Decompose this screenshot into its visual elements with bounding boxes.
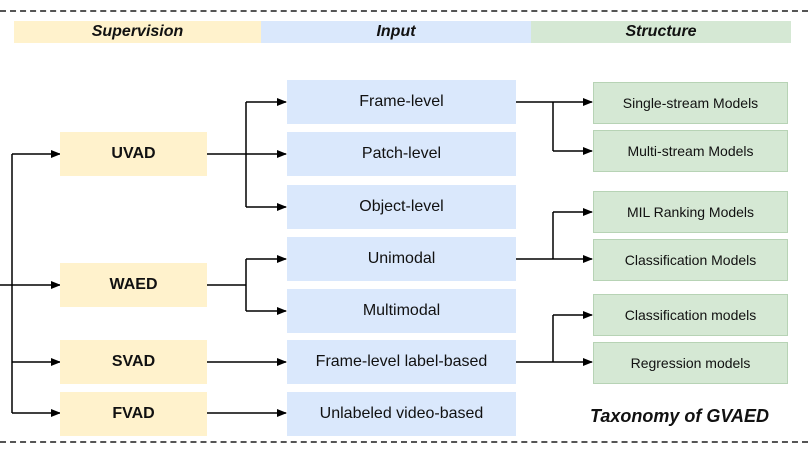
node-multimodal: Multimodal	[287, 289, 516, 333]
node-frame-level-label-based: Frame-level label-based	[287, 340, 516, 384]
node-fvad: FVAD	[60, 392, 207, 436]
node-patch-level: Patch-level	[287, 132, 516, 176]
node-svad: SVAD	[60, 340, 207, 384]
top-dashed-divider	[0, 10, 808, 12]
header-supervision: Supervision	[14, 21, 261, 43]
node-uvad: UVAD	[60, 132, 207, 176]
node-object-level: Object-level	[287, 185, 516, 229]
diagram-title: Taxonomy of GVAED	[590, 406, 770, 426]
node-waed: WAED	[60, 263, 207, 307]
header-input: Input	[261, 21, 531, 43]
node-unlabeled-video-based: Unlabeled video-based	[287, 392, 516, 436]
node-mil-ranking-models: MIL Ranking Models	[593, 191, 788, 233]
node-classification-models: Classification Models	[593, 239, 788, 281]
node-multi-stream-models: Multi-stream Models	[593, 130, 788, 172]
node-single-stream-models: Single-stream Models	[593, 82, 788, 124]
node-classification-models-lower: Classification models	[593, 294, 788, 336]
bottom-dashed-divider	[0, 441, 808, 443]
node-unimodal: Unimodal	[287, 237, 516, 281]
node-regression-models: Regression models	[593, 342, 788, 384]
header-structure: Structure	[531, 21, 791, 43]
node-frame-level: Frame-level	[287, 80, 516, 124]
